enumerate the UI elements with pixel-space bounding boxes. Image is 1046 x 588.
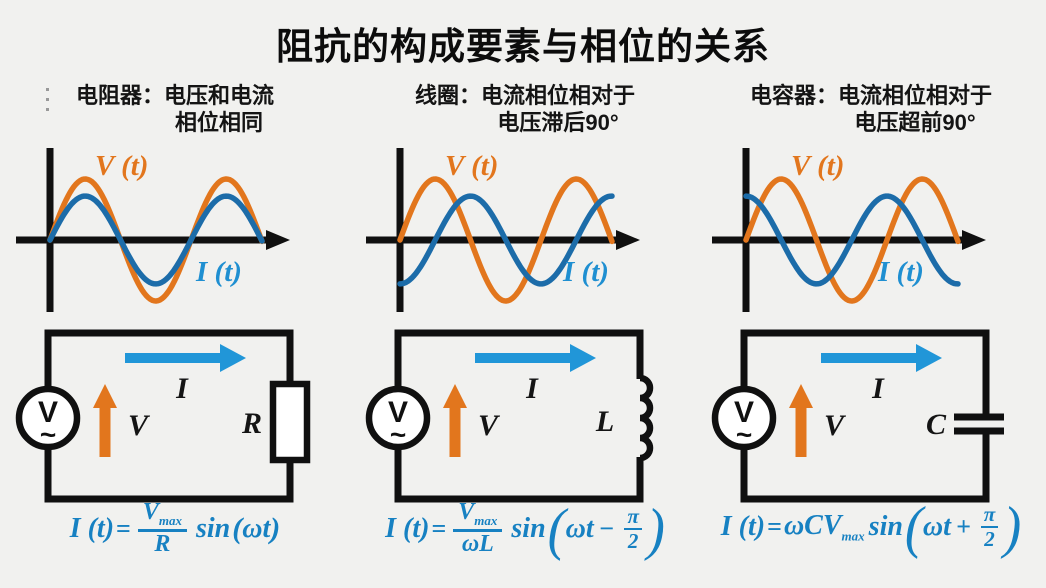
heading-description: 电流相位相对于 电压超前90° xyxy=(838,82,992,136)
formula-equals: = xyxy=(431,513,447,543)
formula-operator: + xyxy=(955,512,971,541)
heading-line2: 相位相同 xyxy=(175,110,264,135)
voltage-label: V xyxy=(478,409,501,442)
panel-heading-inductor: 线圈： 电流相位相对于 电压滞后90° xyxy=(350,82,700,136)
circuit-capacitor: V ~ I V C xyxy=(711,329,1004,503)
panel-inductor: 线圈： 电流相位相对于 电压滞后90° V (t) I (t) V ~ I V xyxy=(350,0,700,588)
panel-capacitor: 电容器： 电流相位相对于 电压超前90° V (t) I (t) V ~ I xyxy=(696,0,1046,588)
formula-pi-fraction: π 2 xyxy=(624,505,642,552)
current-arrow-icon xyxy=(570,344,596,372)
circuit-resistor: V ~ I V R xyxy=(15,329,311,503)
circuit-inductor: V ~ I V L xyxy=(365,329,654,503)
paren-close: ) xyxy=(270,511,281,545)
formula-lhs: I (t) xyxy=(720,511,766,542)
heading-label: 电容器： xyxy=(749,83,838,108)
component-label: R xyxy=(241,407,262,440)
formula-fraction: Vmax R xyxy=(137,499,187,558)
formula-sin: sin xyxy=(511,512,546,544)
formula-resistor: I (t) = Vmax R sin ( ωt ) xyxy=(0,499,350,558)
formula-argument: ωt xyxy=(922,511,951,542)
source-wave-icon: ~ xyxy=(736,419,752,450)
panel-heading-capacitor: 电容器： 电流相位相对于 电压超前90° xyxy=(696,82,1046,136)
waveform-plot-capacitor xyxy=(712,148,986,312)
current-arrow-icon xyxy=(916,344,942,372)
voltage-arrow-icon xyxy=(93,384,117,408)
fraction-numerator: Vmax xyxy=(453,499,503,532)
formula-fraction: Vmax ωL xyxy=(453,499,503,558)
paren-close: ) xyxy=(646,496,665,562)
formula-equals: = xyxy=(767,512,782,541)
formula-operator: − xyxy=(598,513,615,543)
ac-source-icon xyxy=(365,385,431,451)
voltage-arrow-icon xyxy=(789,384,813,408)
source-wave-icon: ~ xyxy=(390,419,406,450)
voltage-curve-label: V (t) xyxy=(95,150,149,182)
paren-open: ( xyxy=(904,494,923,560)
current-curve xyxy=(47,193,265,287)
paren-close: ) xyxy=(1003,494,1022,560)
heading-line1: 电压和电流 xyxy=(164,83,275,108)
heading-label: 线圈： xyxy=(414,83,481,108)
source-symbol: V xyxy=(734,396,754,429)
current-label: I xyxy=(175,372,189,405)
formula-lhs: I (t) xyxy=(385,512,430,544)
voltage-curve-label: V (t) xyxy=(791,150,845,182)
x-axis-arrow-icon xyxy=(616,230,640,250)
heading-line1: 电流相位相对于 xyxy=(838,83,993,108)
voltage-arrow-icon xyxy=(443,384,467,408)
formula-pi-fraction: π 2 xyxy=(980,503,999,550)
source-symbol: V xyxy=(388,396,408,429)
waveform-plot-resistor xyxy=(16,148,290,312)
current-label: I xyxy=(525,372,539,405)
formula-argument: ωt xyxy=(242,512,271,544)
ac-source-icon xyxy=(15,385,81,451)
formula-sin: sin xyxy=(868,511,903,542)
ac-source-icon xyxy=(711,385,777,451)
voltage-label: V xyxy=(128,409,151,442)
current-curve-label: I (t) xyxy=(878,256,924,288)
fraction-numerator: Vmax xyxy=(137,499,187,532)
formula-capacitor: I (t) = ωCVmax sin ( ωt + π 2 ) xyxy=(696,494,1046,560)
panel-resistor: 电阻器： 电压和电流 相位相同 V (t) I (t) V ~ I V xyxy=(0,0,350,588)
voltage-curve-label: V (t) xyxy=(445,150,499,182)
page-title: 阻抗的构成要素与相位的关系 xyxy=(276,26,770,67)
voltage-label: V xyxy=(824,409,847,442)
component-label: C xyxy=(926,408,947,441)
source-wave-icon: ~ xyxy=(40,419,56,450)
current-curve xyxy=(743,193,961,287)
current-label: I xyxy=(871,372,885,405)
fraction-denominator: R xyxy=(154,530,171,557)
x-axis-arrow-icon xyxy=(962,230,986,250)
current-curve xyxy=(397,193,615,287)
paren-open: ( xyxy=(232,511,243,545)
formula-inductor: I (t) = Vmax ωL sin ( ωt − π 2 ) xyxy=(350,496,700,562)
voltage-curve xyxy=(743,176,961,304)
formula-lhs: I (t) xyxy=(69,512,115,544)
heading-line2: 电压超前90° xyxy=(854,110,976,135)
inductor-icon xyxy=(639,374,654,462)
panel-heading-resistor: 电阻器： 电压和电流 相位相同 xyxy=(0,82,350,136)
heading-description: 电压和电流 相位相同 xyxy=(164,82,274,136)
voltage-curve xyxy=(47,176,265,304)
heading-label: 电阻器： xyxy=(75,83,164,108)
paren-open: ( xyxy=(547,496,566,562)
formula-argument: ωt xyxy=(565,512,594,544)
voltage-curve xyxy=(397,176,615,304)
component-label: L xyxy=(595,405,614,438)
heading-line2: 电压滞后90° xyxy=(497,110,619,135)
heading-description: 电流相位相对于 电压滞后90° xyxy=(481,82,635,136)
current-curve-label: I (t) xyxy=(563,256,609,288)
heading-line1: 电流相位相对于 xyxy=(481,83,636,108)
current-curve-label: I (t) xyxy=(196,256,242,288)
waveform-plot-inductor xyxy=(366,148,640,312)
current-arrow-icon xyxy=(220,344,246,372)
source-symbol: V xyxy=(38,396,58,429)
formula-equals: = xyxy=(116,513,131,543)
formula-sin: sin xyxy=(196,512,231,544)
fraction-denominator: ωL xyxy=(461,530,494,557)
resistor-icon xyxy=(269,380,311,464)
x-axis-arrow-icon xyxy=(266,230,290,250)
formula-coefficient: ωCVmax xyxy=(783,509,865,544)
stray-dots-mark xyxy=(46,88,49,116)
